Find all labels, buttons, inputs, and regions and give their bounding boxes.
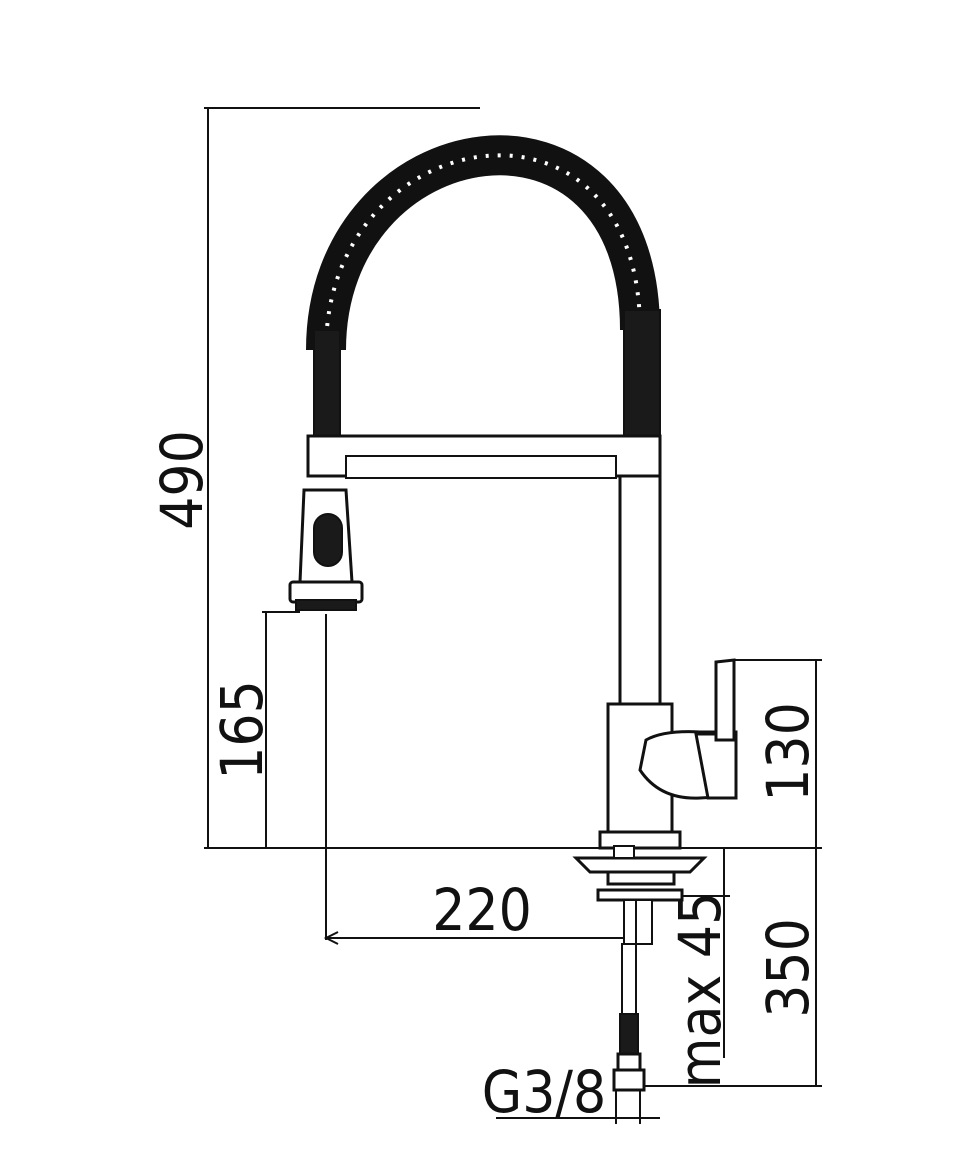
supply-hose bbox=[612, 943, 646, 1092]
dim-spout-height: 165 bbox=[208, 611, 300, 848]
dim-connection-label: G3/8 bbox=[482, 1058, 606, 1126]
spray-head bbox=[288, 488, 364, 611]
dim-total-height-label: 490 bbox=[148, 430, 216, 530]
dim-handle-height: 130 bbox=[730, 659, 822, 848]
dim-total-height: 490 bbox=[148, 107, 480, 848]
dim-reach-label: 220 bbox=[432, 876, 532, 944]
dim-spout-height-label: 165 bbox=[208, 680, 276, 780]
dim-max-thickness-label: max 45 bbox=[666, 892, 734, 1089]
dim-reach: 220 bbox=[323, 614, 636, 945]
lever-handle bbox=[638, 658, 738, 800]
dim-handle-height-label: 130 bbox=[754, 702, 822, 802]
mounting-kit bbox=[572, 845, 708, 945]
spring-coil bbox=[306, 135, 661, 441]
spout-bracket bbox=[306, 434, 662, 479]
dim-hose-length-label: 350 bbox=[754, 918, 822, 1018]
dim-max-thickness: max 45 bbox=[652, 848, 734, 1088]
dim-connection: G3/8 bbox=[482, 1058, 660, 1126]
dim-hose-length: 350 bbox=[640, 848, 822, 1087]
